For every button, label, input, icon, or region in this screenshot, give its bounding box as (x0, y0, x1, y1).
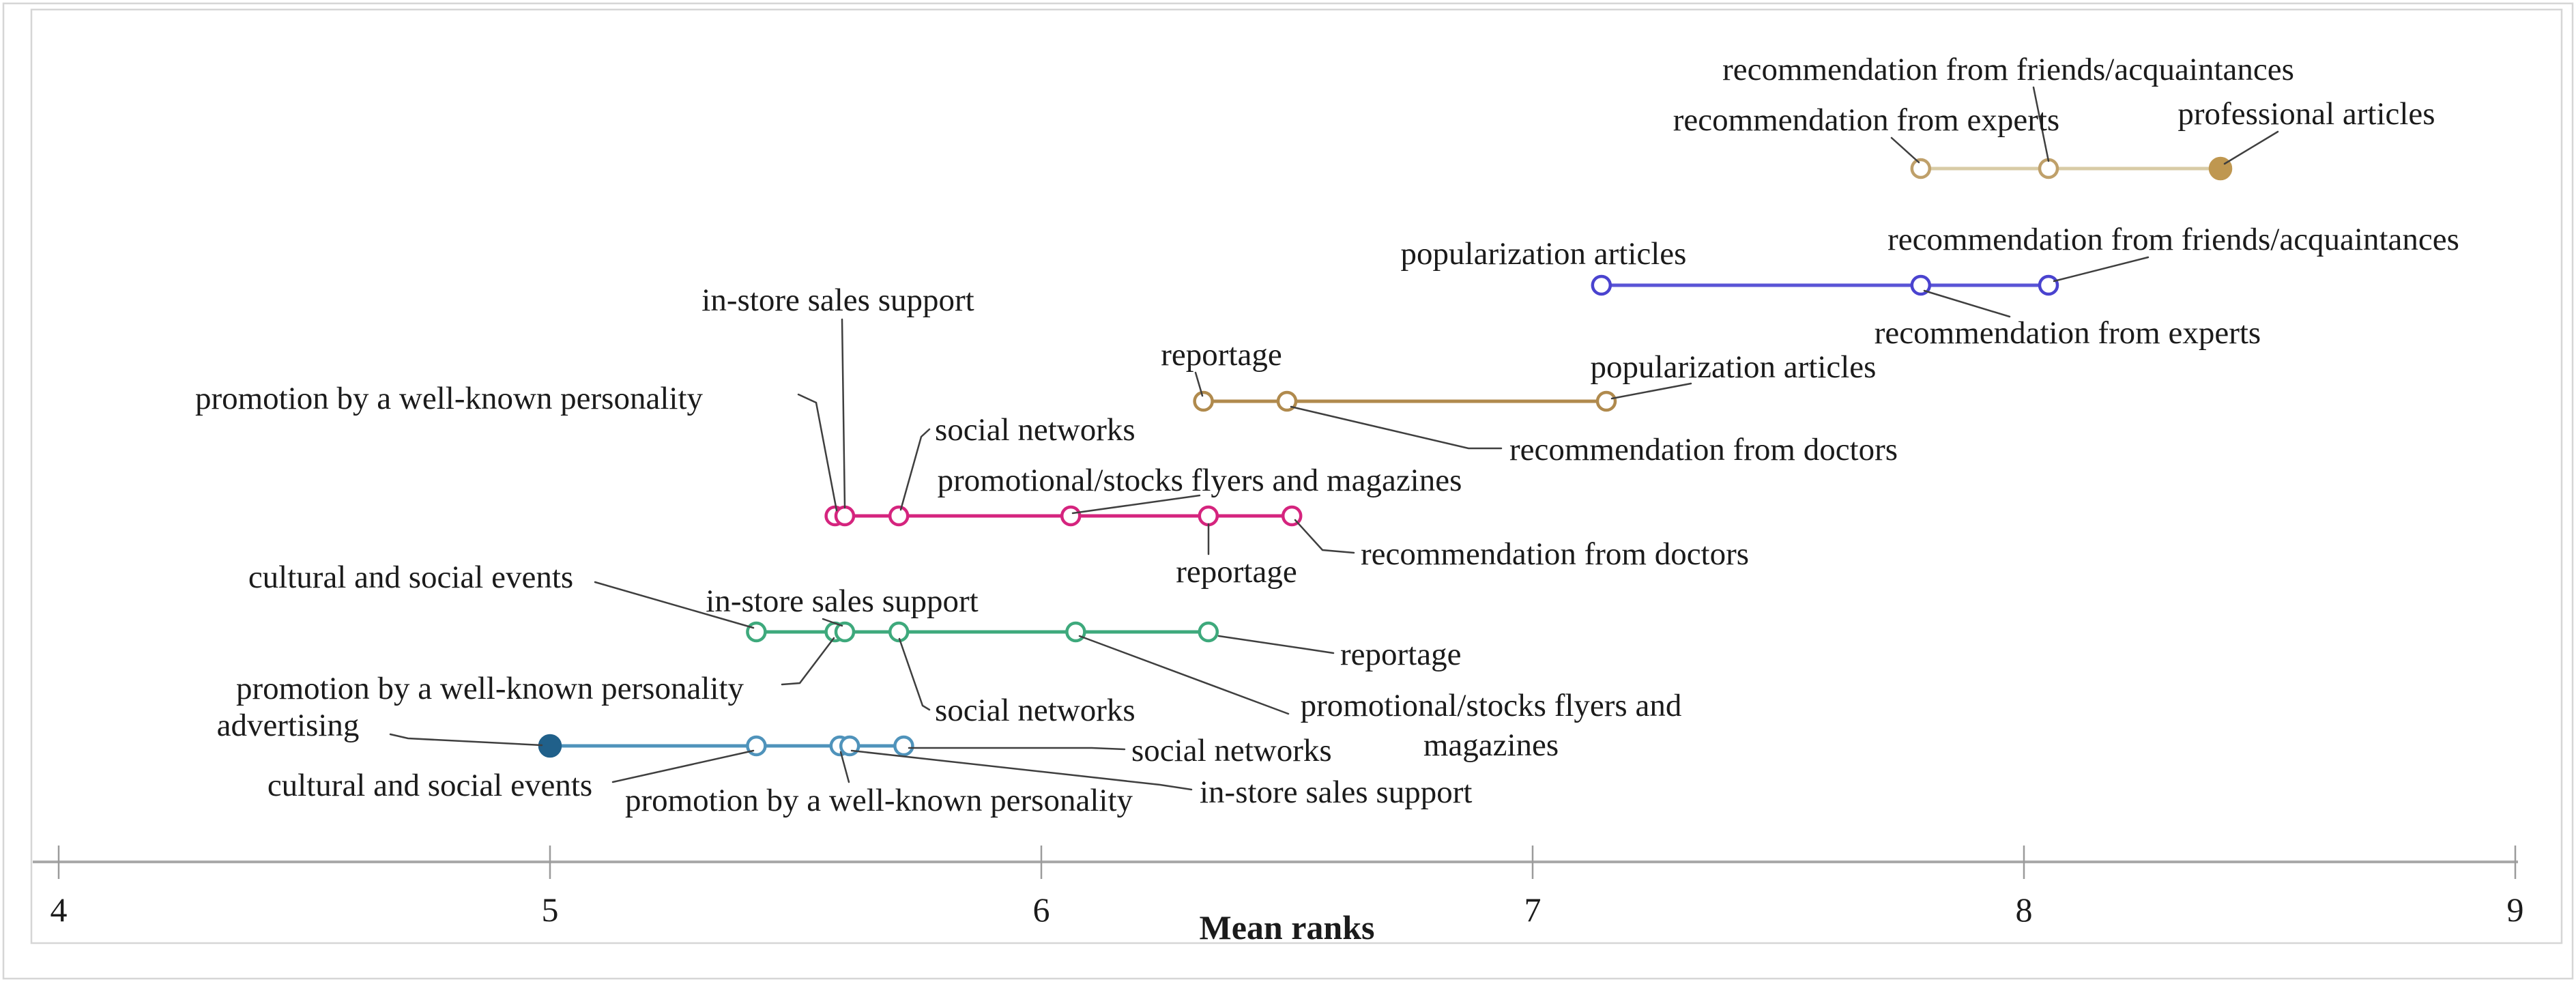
point-label: promotion by a well-known personality (195, 381, 704, 416)
leader-line (908, 747, 1126, 751)
point-label: in-store sales support (706, 583, 978, 619)
leader-line (1078, 635, 1290, 715)
leader-line (898, 637, 931, 711)
data-point (538, 734, 562, 758)
leader-line (822, 618, 843, 627)
point-label: reportage (1176, 554, 1297, 590)
leader-line (841, 318, 846, 509)
label-layer: recommendation from experts recommendatio… (195, 52, 2459, 818)
point-label: social networks (1131, 733, 1332, 768)
point-label: in-store sales support (1200, 775, 1472, 810)
point-label: promotion by a well-known personality (625, 783, 1133, 818)
leader-line (1290, 405, 1503, 450)
point-label: cultural and social events (248, 560, 573, 595)
data-point (1910, 158, 1932, 179)
plot-panel-border (30, 8, 2563, 944)
data-point (1910, 274, 1932, 296)
point-label: advertising (217, 708, 360, 743)
series-layer (538, 156, 2233, 758)
axis-tick-label: 5 (542, 891, 559, 929)
leader-line (1610, 382, 1692, 400)
point-label: cultural and social events (267, 768, 592, 803)
leader-line (899, 428, 931, 511)
point-label: social networks (935, 412, 1135, 448)
leader-line (1217, 635, 1335, 654)
leader-layer (389, 86, 2279, 791)
leader-line (2053, 256, 2150, 283)
data-point (834, 505, 856, 527)
data-point (888, 621, 910, 643)
data-point (1276, 390, 1298, 412)
leader-line (1923, 289, 2011, 318)
leader-line (2032, 86, 2050, 162)
point-label: promotional/stocks flyers and magazines (938, 463, 1462, 498)
point-label: popularization articles (1591, 349, 1877, 385)
point-label: recommendation from friends/acquaintance… (1887, 222, 2459, 257)
data-point (1193, 390, 1214, 412)
leader-line (594, 581, 755, 629)
data-point (1591, 274, 1612, 296)
point-label: recommendation from experts (1673, 102, 2059, 138)
data-point (1198, 505, 1219, 527)
point-label: professional articles (2177, 96, 2435, 132)
data-point (839, 735, 860, 757)
leader-line (781, 637, 835, 686)
point-label: promotion by a well-known personality (236, 671, 744, 706)
leader-line (611, 749, 755, 783)
point-label: recommendation from doctors (1509, 432, 1898, 467)
leader-line (839, 751, 850, 783)
point-label: popularization articles (1401, 236, 1687, 272)
leader-line (2223, 130, 2279, 165)
axis-tick-label: 4 (50, 891, 68, 929)
data-point (888, 505, 910, 527)
leader-line (1071, 494, 1201, 515)
point-label: in-store sales support (701, 283, 974, 318)
point-label: reportage (1340, 637, 1461, 672)
point-label: social networks (935, 693, 1135, 728)
leader-line (797, 393, 838, 512)
point-label: recommendation from friends/acquaintance… (1722, 52, 2294, 87)
leader-line (1890, 136, 1920, 164)
axis-tick-label: 9 (2507, 891, 2524, 929)
data-point (1198, 621, 1219, 643)
data-point (1595, 390, 1617, 412)
point-label: recommendation from experts (1875, 315, 2261, 351)
leader-line (1194, 371, 1204, 397)
x-axis-title: Mean ranks (1200, 908, 1375, 947)
leader-line (389, 733, 543, 747)
x-axis-ticks: 4 5 6 7 8 9 (50, 846, 2524, 929)
x-axis: 4 5 6 7 8 9 Mean ranks (33, 846, 2524, 947)
axis-tick-label: 8 (2016, 891, 2033, 929)
leader-line (850, 749, 1193, 791)
data-point (893, 735, 914, 757)
axis-tick-label: 7 (1524, 891, 1542, 929)
data-point (2038, 158, 2059, 179)
axis-tick-label: 6 (1033, 891, 1050, 929)
data-point (1065, 621, 1086, 643)
point-label: recommendation from doctors (1361, 536, 1749, 572)
point-label: reportage (1161, 337, 1282, 373)
data-point (2038, 274, 2059, 296)
data-point (834, 621, 856, 643)
data-point (1060, 505, 1082, 527)
data-point (746, 621, 767, 643)
leader-line (1294, 519, 1355, 554)
